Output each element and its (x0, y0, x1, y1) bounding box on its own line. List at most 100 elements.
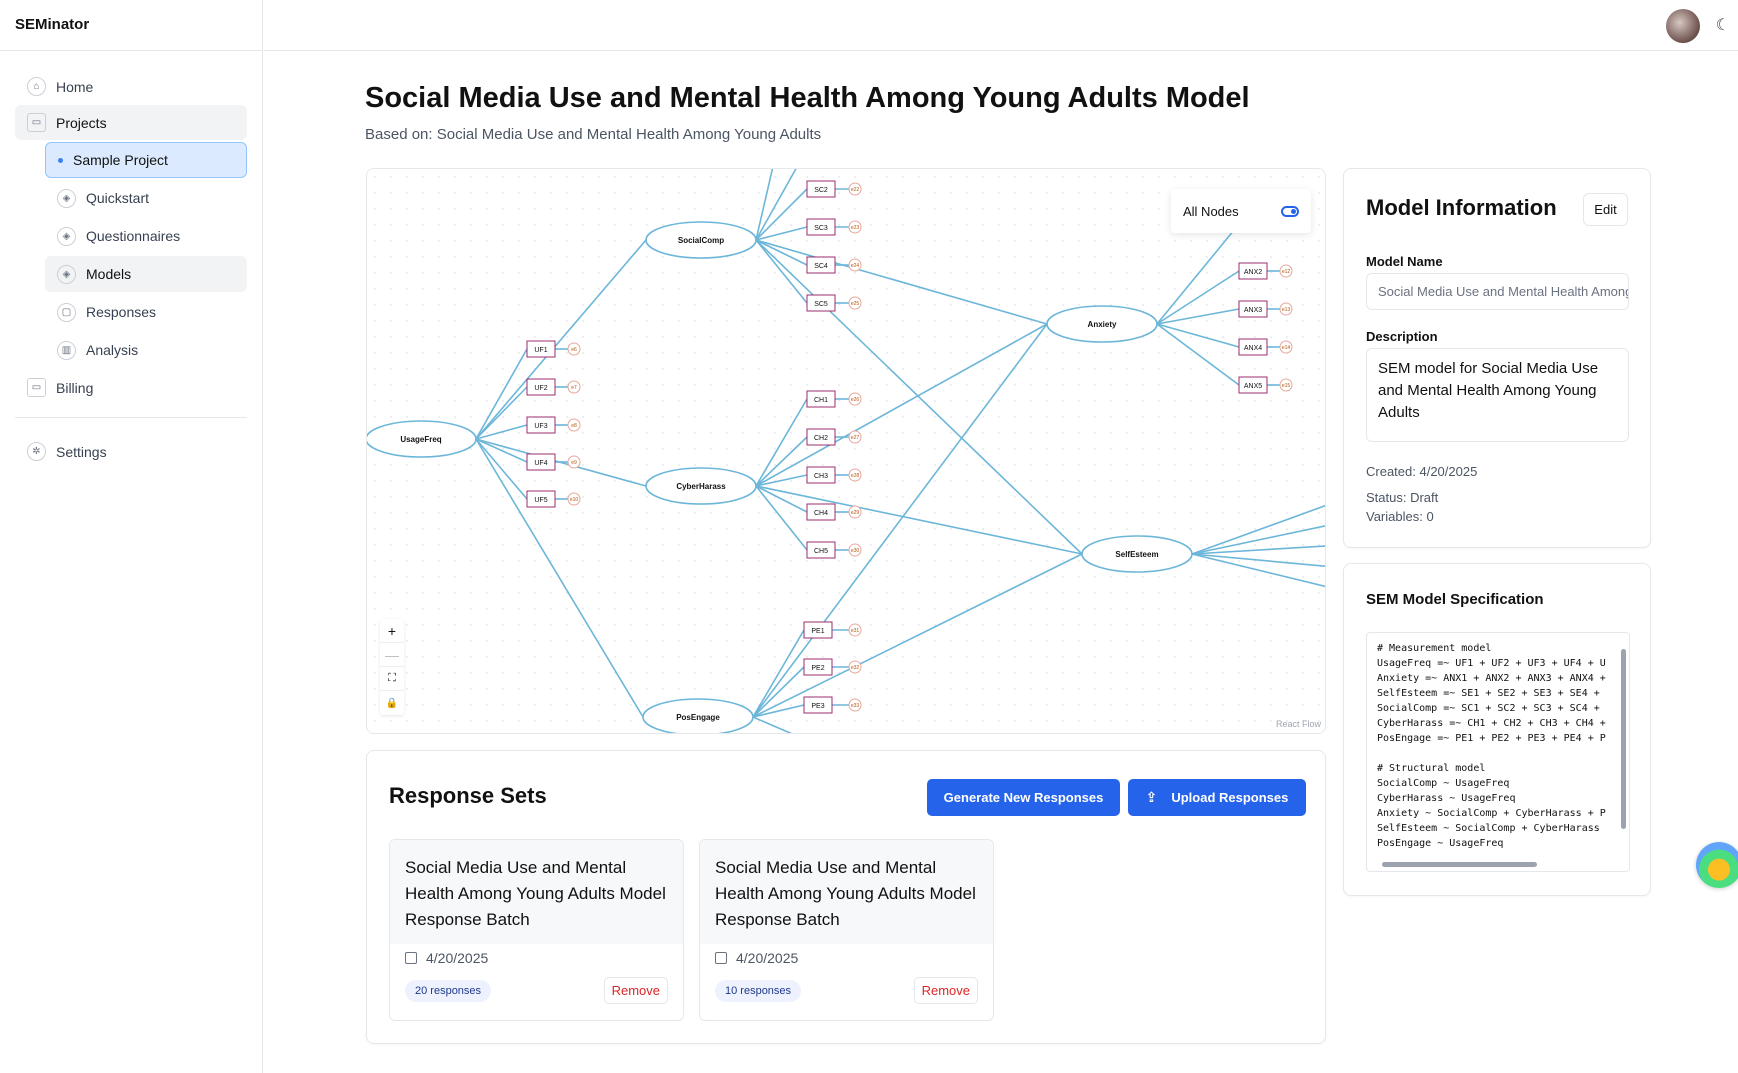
zoom-in-button[interactable]: + (380, 619, 404, 643)
credit-card-icon: ▭ (27, 378, 46, 397)
latent-node: PosEngage (642, 698, 754, 733)
sidebar-item-models[interactable]: ◈ Models (45, 256, 247, 292)
error-circle (848, 543, 862, 557)
floating-assistant-icon[interactable] (1696, 842, 1738, 888)
indicator-label: ANX4 (1244, 345, 1262, 352)
sidebar-item-home[interactable]: ⌂ Home (15, 69, 247, 104)
calendar-icon (715, 952, 727, 964)
structural-path (752, 553, 1083, 718)
indicator-box (806, 428, 836, 446)
remove-button[interactable]: Remove (603, 977, 668, 1004)
loading-path (1191, 545, 1325, 555)
latent-node: Anxiety (1046, 305, 1158, 343)
zoom-out-button[interactable]: — (380, 643, 404, 667)
error-label: e31 (851, 628, 860, 634)
description-label: Description (1366, 329, 1438, 344)
sem-code-block[interactable]: # Measurement model UsageFreq =~ UF1 + U… (1366, 632, 1630, 872)
cube-icon: ◈ (57, 264, 76, 284)
latent-ellipse (1046, 305, 1158, 343)
indicator-box (526, 416, 556, 434)
remove-button[interactable]: Remove (913, 977, 978, 1004)
indicator-box (526, 453, 556, 471)
user-avatar[interactable] (1666, 9, 1700, 43)
moon-icon[interactable]: ☾ (1715, 17, 1730, 34)
loading-path (475, 438, 528, 463)
loading-path (755, 436, 808, 487)
generate-responses-button[interactable]: Generate New Responses (927, 779, 1120, 816)
indicator-label: CH2 (814, 435, 828, 442)
sidebar-item-questionnaires[interactable]: ◈ Questionnaires (45, 218, 247, 254)
error-circle (1279, 264, 1293, 278)
sem-diagram[interactable]: UsageFreqSocialCompCyberHarassPosEngageA… (367, 169, 1326, 734)
lock-button[interactable]: 🔒 (385, 697, 399, 709)
response-count-badge: 20 responses (405, 980, 492, 1002)
indicator-label: SC3 (814, 225, 828, 232)
vertical-scrollbar[interactable] (1621, 649, 1626, 829)
sidebar-item-responses[interactable]: ▢ Responses (45, 294, 247, 330)
indicator-box (806, 390, 836, 408)
edit-button[interactable]: Edit (1583, 193, 1628, 226)
indicator-label: PE1 (811, 628, 824, 635)
upload-responses-button[interactable]: ⇪ Upload Responses (1128, 779, 1306, 816)
sidebar-item-sample-project[interactable]: Sample Project (45, 142, 247, 178)
sidebar-item-projects[interactable]: ▭ Projects (15, 105, 247, 140)
error-label: e28 (851, 473, 860, 479)
description-textarea[interactable]: SEM model for Social Media Use and Menta… (1366, 348, 1629, 442)
structural-path (475, 438, 644, 718)
loading-path (752, 629, 805, 718)
sidebar-item-quickstart[interactable]: ◈ Quickstart (45, 180, 247, 216)
all-nodes-label: All Nodes (1183, 203, 1239, 219)
react-flow-attribution[interactable]: React Flow (1275, 719, 1321, 729)
response-set-card[interactable]: Social Media Use and Mental Health Among… (699, 839, 994, 1021)
indicator-box (806, 180, 836, 198)
fit-view-button[interactable]: ⛶ (380, 667, 404, 691)
sidebar-item-settings[interactable]: ✲ Settings (15, 434, 247, 469)
app-brand[interactable]: SEMinator (0, 0, 262, 51)
button-label: Upload Responses (1171, 790, 1289, 805)
indicator-label: ANX3 (1244, 307, 1262, 314)
loading-path (475, 438, 528, 500)
sidebar-item-billing[interactable]: ▭ Billing (15, 370, 247, 405)
error-circle (567, 342, 581, 356)
error-circle (848, 296, 862, 310)
response-set-title: Social Media Use and Mental Health Among… (390, 840, 683, 944)
indicator-box (803, 658, 833, 676)
horizontal-scrollbar[interactable] (1382, 862, 1537, 867)
folder-icon: ▭ (27, 113, 46, 132)
error-label: e23 (851, 225, 860, 231)
sidebar-item-analysis[interactable]: ▥ Analysis (45, 332, 247, 368)
all-nodes-toggle[interactable] (1281, 205, 1299, 217)
home-icon: ⌂ (27, 77, 46, 96)
error-circle (848, 258, 862, 272)
error-label: e12 (1282, 269, 1291, 275)
loading-path (755, 474, 808, 487)
response-set-date: 4/20/2025 (715, 950, 798, 966)
top-bar: ☾ (264, 0, 1738, 51)
error-label: e24 (851, 263, 860, 269)
variables-count: Variables: 0 (1366, 509, 1434, 524)
error-circle (848, 623, 862, 637)
model-information-heading: Model Information (1366, 195, 1557, 220)
loading-path (755, 239, 808, 304)
loading-path (1191, 553, 1325, 588)
response-set-card[interactable]: Social Media Use and Mental Health Among… (389, 839, 684, 1021)
loading-path (752, 716, 793, 733)
error-circle (848, 392, 862, 406)
page-title: Social Media Use and Mental Health Among… (365, 82, 1250, 114)
created-date: Created: 4/20/2025 (1366, 464, 1478, 479)
sidebar-item-label: Home (56, 78, 94, 95)
latent-node: CyberHarass (645, 467, 757, 505)
sem-code-text: # Measurement model UsageFreq =~ UF1 + U… (1377, 643, 1606, 849)
indicator-box (806, 294, 836, 312)
error-label: e6 (571, 347, 577, 353)
button-label: Generate New Responses (943, 790, 1104, 805)
model-name-input[interactable]: Social Media Use and Mental Health Among… (1366, 273, 1629, 310)
